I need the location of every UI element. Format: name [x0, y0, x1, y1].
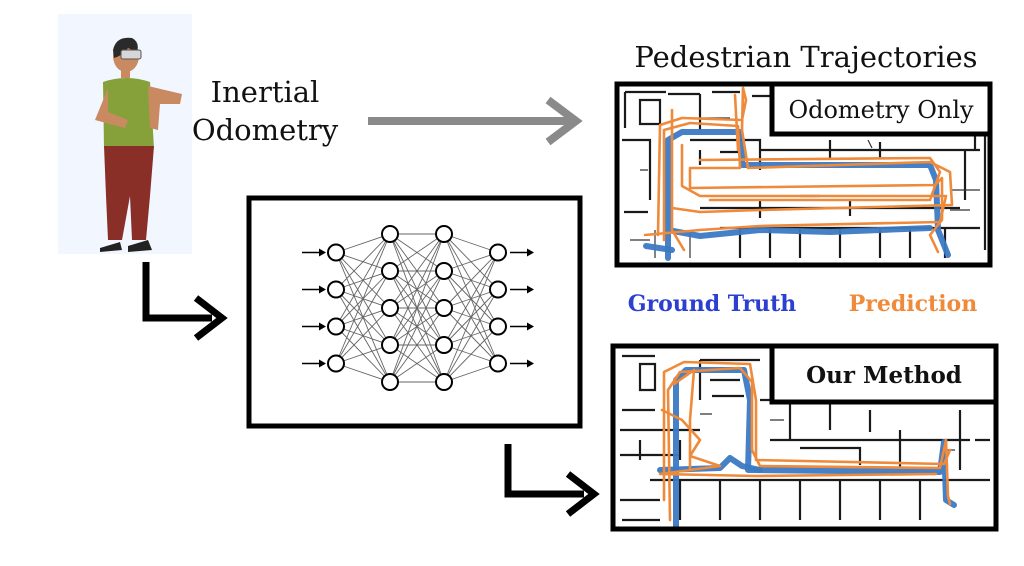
nn-connection: [335, 270, 391, 364]
headset-icon: [120, 49, 142, 60]
pedestrian-hair: [113, 37, 138, 58]
nn-connection: [443, 289, 499, 383]
nn-input-arrow-head: [319, 322, 326, 331]
pedestrian-illustration: [58, 14, 192, 254]
pedestrian-right-arm: [148, 86, 182, 130]
nn-input-arrow-head: [319, 248, 326, 257]
modality-label-line1: Inertial: [211, 75, 320, 109]
nn-node-layer-4: [489, 280, 507, 299]
nn-connection: [443, 252, 499, 272]
nn-connection: [389, 270, 445, 383]
nn-node-layer-3: [435, 225, 453, 243]
input-to-network-arrow: [142, 262, 228, 341]
nn-connection: [389, 233, 445, 309]
nn-connection: [389, 233, 445, 272]
pedestrian-neck: [121, 68, 130, 78]
nn-input-arrow-head: [319, 359, 326, 368]
nn-output-arrow-head: [527, 248, 534, 257]
nn-connection: [335, 344, 391, 364]
nn-node-layer-1: [327, 243, 345, 262]
nn-output-arrow-head: [527, 359, 534, 368]
nn-node-layer-4: [489, 243, 507, 262]
nn-connection: [443, 363, 499, 383]
neural-network-diagram: [302, 225, 534, 391]
top-map-frame: [614, 81, 993, 268]
nn-node-layer-2: [381, 299, 399, 317]
legend-prediction: Prediction: [849, 291, 977, 317]
nn-node-layer-2: [381, 262, 399, 280]
nn-connection: [389, 233, 445, 383]
nn-connection: [335, 233, 391, 364]
odometry-only-map: Odometry Only: [614, 81, 993, 268]
nn-node-layer-3: [435, 262, 453, 280]
nn-output-arrow-head: [527, 322, 534, 331]
nn-connection: [335, 363, 391, 383]
network-to-output-arrow: [504, 444, 600, 517]
nn-connection: [443, 252, 499, 309]
nn-node-layer-4: [489, 317, 507, 336]
nn-node-layer-2: [381, 225, 399, 243]
nn-connection: [335, 233, 391, 327]
bottom-map-label: Our Method: [806, 362, 962, 389]
nn-connection: [443, 326, 499, 383]
nn-connection: [389, 233, 445, 346]
nn-connection: [443, 252, 499, 383]
odometry-arrow: [368, 96, 583, 146]
pedestrian-left-shoe: [100, 242, 122, 252]
bottom-map-frame: [610, 343, 999, 532]
nn-node-layer-2: [381, 373, 399, 391]
pedestrian-pants: [104, 146, 154, 240]
nn-node-layer-1: [327, 354, 345, 373]
nn-connection: [443, 233, 499, 253]
nn-connection: [335, 233, 391, 253]
nn-node-layer-2: [381, 336, 399, 354]
nn-node-layer-3: [435, 373, 453, 391]
nn-node-layer-4: [489, 354, 507, 373]
nn-input-arrow-head: [319, 285, 326, 294]
nn-node-layer-3: [435, 299, 453, 317]
nn-connection: [335, 307, 391, 364]
nn-connection: [443, 252, 499, 346]
pedestrian-right-shoe: [128, 240, 152, 252]
network-box: [246, 195, 583, 429]
pedestrian-left-arm: [95, 88, 128, 128]
nn-output-arrow-head: [527, 285, 534, 294]
nn-node-layer-3: [435, 336, 453, 354]
our-method-map: Our Method: [610, 343, 999, 532]
nn-node-layer-1: [327, 317, 345, 336]
legend-ground-truth: Ground Truth: [628, 291, 797, 317]
top-map-label: Odometry Only: [788, 96, 974, 124]
modality-label-line2: Odometry: [192, 113, 339, 147]
nn-connection: [389, 307, 445, 383]
nn-node-layer-1: [327, 280, 345, 299]
output-panel-title: Pedestrian Trajectories: [634, 40, 977, 74]
pedestrian-shirt: [103, 78, 154, 148]
nn-connection: [389, 344, 445, 383]
nn-connection: [335, 233, 391, 290]
